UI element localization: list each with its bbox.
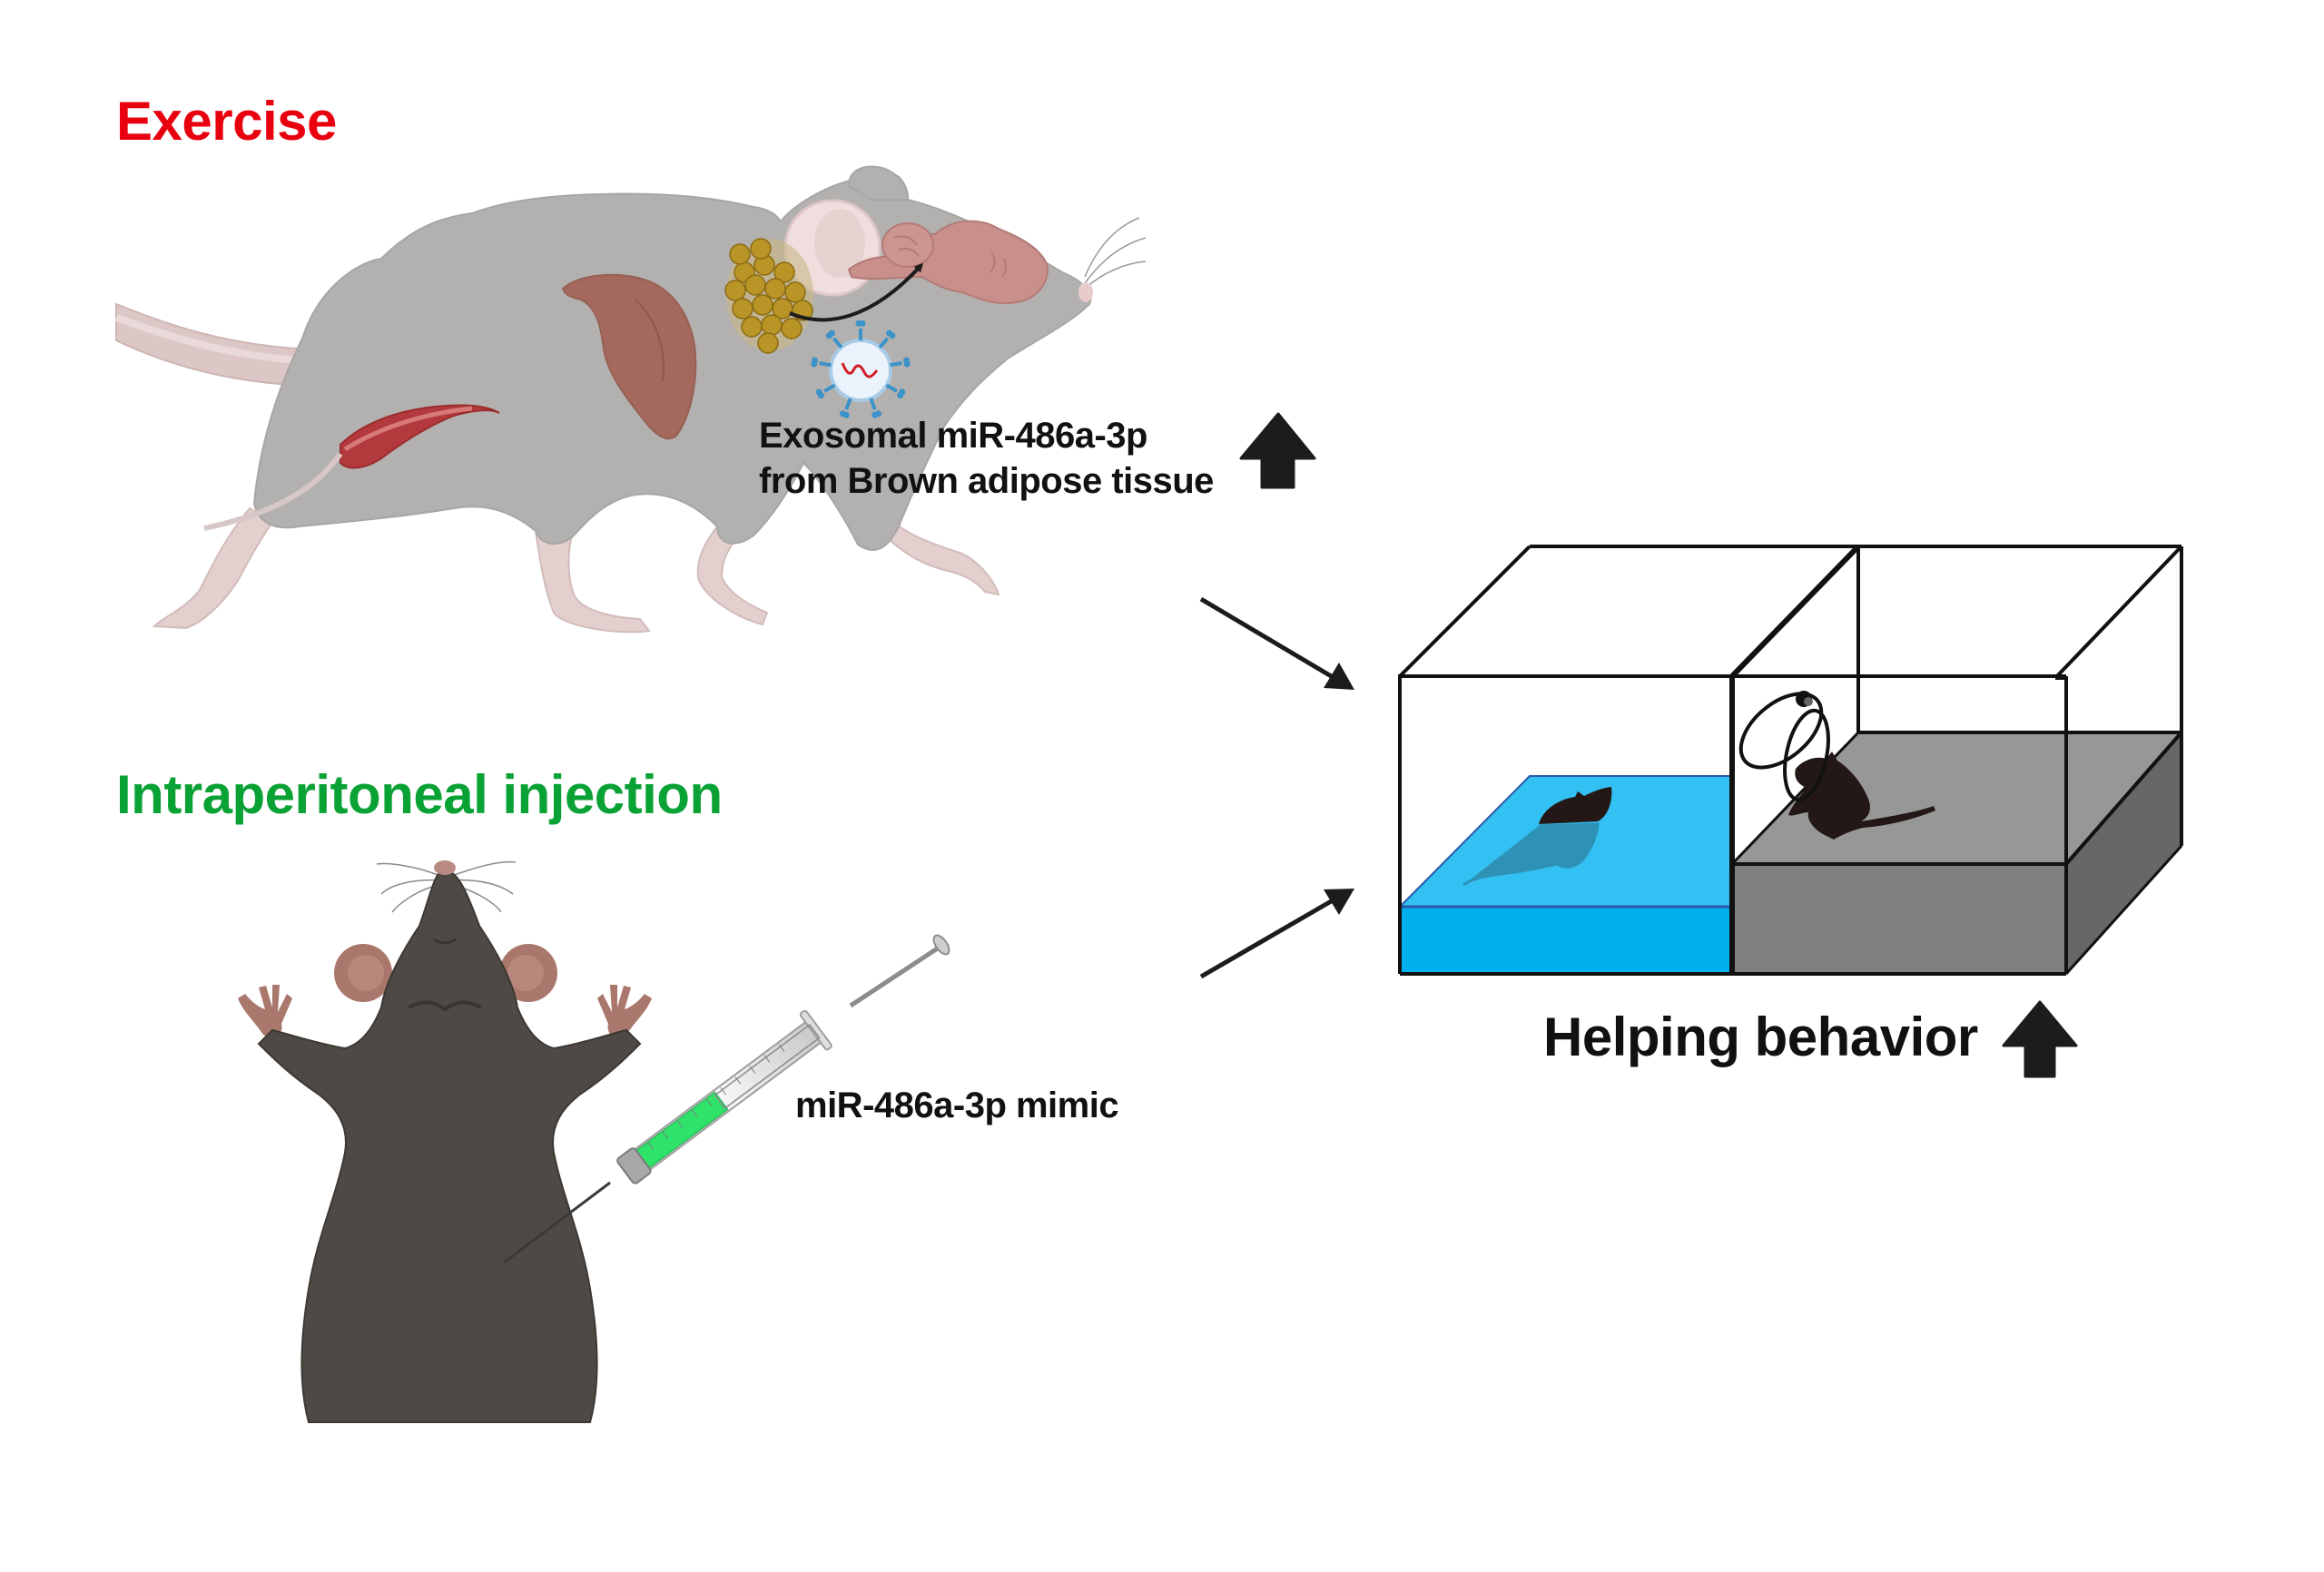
exosome-marker-tip xyxy=(828,329,835,337)
exosomal-annotation-line2: from Brown adipose tissue xyxy=(759,461,1214,501)
adipocyte xyxy=(761,314,783,336)
exosomal-annotation-line1: Exosomal miR-486a-3p xyxy=(759,416,1147,456)
exosome-surface-marker xyxy=(819,361,832,368)
exosome-surface-marker xyxy=(869,398,877,410)
mirna-strand xyxy=(841,362,879,378)
exosome-marker-tip xyxy=(872,411,879,418)
running-mouse-illustration xyxy=(114,165,1147,634)
exosome-marker-tip xyxy=(859,319,866,327)
adipocyte xyxy=(757,332,779,354)
exosome-surface-marker xyxy=(885,383,898,393)
whiskers xyxy=(1084,217,1147,290)
adipocyte xyxy=(724,280,746,301)
adipocyte xyxy=(752,294,773,316)
syringe-fill xyxy=(634,1091,729,1170)
adipocyte xyxy=(764,278,786,300)
mouse-ear-back xyxy=(847,165,910,201)
adipocyte xyxy=(729,243,751,265)
liver xyxy=(561,273,697,440)
connector-arrow-injection xyxy=(1199,898,1334,979)
connector-arrowhead-injection xyxy=(1324,889,1354,915)
exosome-marker-tip xyxy=(897,392,904,399)
mouse-nose xyxy=(1078,282,1093,302)
exosome-marker-tip xyxy=(815,388,822,396)
exosome-membrane xyxy=(829,339,892,402)
exosome xyxy=(811,319,911,418)
helping-behavior-apparatus xyxy=(1397,544,2183,976)
exosome-marker-tip xyxy=(889,332,896,339)
middle-leg xyxy=(534,529,651,634)
mouse-hand-left xyxy=(238,985,292,1039)
connector-arrow-exercise xyxy=(1199,596,1334,680)
connecting-door xyxy=(1738,692,1830,802)
adipocyte xyxy=(781,318,803,339)
adipocyte xyxy=(741,316,763,338)
connector-arrows xyxy=(1199,596,1354,979)
brown-adipose-tissue xyxy=(724,238,813,354)
outcome-label: Helping behavior xyxy=(1543,1007,1978,1067)
syringe-needle xyxy=(503,1181,611,1264)
front-leg-rear xyxy=(696,525,769,626)
mouse-body xyxy=(257,868,642,1423)
brain xyxy=(847,220,1049,305)
exosome-surface-marker xyxy=(878,337,890,349)
adipocyte xyxy=(784,281,806,303)
exosome-surface-marker xyxy=(823,383,836,393)
platform-side xyxy=(2066,732,2181,974)
adipocyte xyxy=(732,298,753,319)
exosomal-increase-arrow-icon xyxy=(1239,412,1316,489)
adipocyte xyxy=(744,274,766,296)
front-paw xyxy=(883,520,1000,596)
exosome-surface-marker xyxy=(890,361,902,368)
platform-front xyxy=(1732,864,2066,974)
connector-arrowhead-exercise xyxy=(1324,663,1354,690)
section-title-injection: Intraperitoneal injection xyxy=(116,764,723,825)
exosome-marker-tip xyxy=(812,357,819,364)
syringe-plunger xyxy=(849,943,943,1008)
mimic-annotation: miR-486a-3p mimic xyxy=(795,1086,1119,1125)
hind-leg xyxy=(152,506,274,630)
exosome-surface-marker xyxy=(844,398,852,410)
rescuer-mouse xyxy=(1788,752,1935,840)
section-title-exercise: Exercise xyxy=(116,91,337,152)
helping-increase-arrow-icon xyxy=(2002,1000,2078,1078)
supine-mouse-illustration xyxy=(238,860,652,1423)
box-frame xyxy=(1398,544,2183,976)
exosome-marker-tip xyxy=(839,410,846,418)
exosomal-annotation: Exosomal miR-486a-3p from Brown adipose … xyxy=(759,413,1214,504)
adipocyte xyxy=(773,261,795,283)
bat-to-brain-arrow xyxy=(789,262,924,322)
exosome-marker-tip xyxy=(903,360,911,368)
adipocyte xyxy=(750,238,772,260)
exosome-surface-marker xyxy=(832,337,843,349)
mouse-hand-right xyxy=(597,985,652,1039)
swimming-mouse xyxy=(1462,787,1612,887)
hindlimb-muscle xyxy=(203,404,500,531)
water-pool-front xyxy=(1400,907,1732,974)
syringe xyxy=(503,934,950,1264)
